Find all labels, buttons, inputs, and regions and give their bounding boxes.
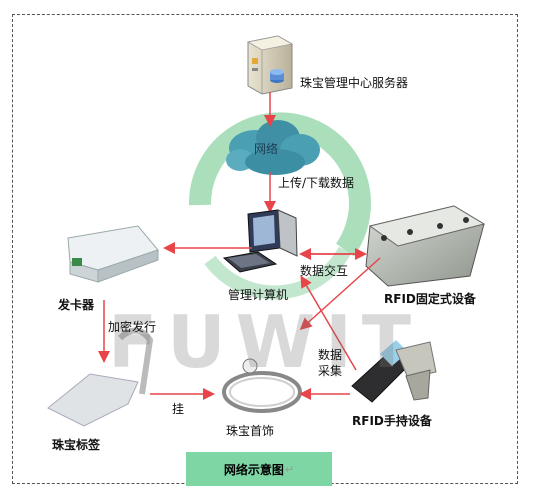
card-issuer-label: 发卡器	[58, 298, 95, 312]
green-ring-icon	[188, 112, 371, 300]
data-exchange-label: 数据交互	[300, 264, 349, 278]
data-collect-label-2: 采集	[318, 364, 343, 378]
hang-label: 挂	[172, 402, 185, 416]
watermark-text: FUWIT	[108, 300, 421, 384]
jewelry-tag-icon	[47, 327, 154, 427]
rfid-handheld-icon	[351, 340, 437, 403]
management-pc-label: 管理计算机	[228, 288, 289, 302]
upload-download-label: 上传/下载数据	[278, 176, 355, 190]
data-collect-label-1: 数据	[318, 348, 343, 362]
card-issuer-icon	[67, 225, 159, 283]
paragraph-mark-icon: ↵	[284, 462, 295, 476]
jewelry-tag-label: 珠宝标签	[52, 438, 101, 452]
jewelry-label: 珠宝首饰	[226, 424, 275, 438]
diagram-caption: 网络示意图↵	[186, 452, 332, 486]
server-icon	[246, 35, 294, 95]
network-label: 网络	[254, 142, 279, 156]
computer-icon	[222, 209, 298, 273]
ring-icon	[222, 358, 302, 413]
caption-text: 网络示意图	[223, 462, 284, 477]
rfid-handheld-label: RFID手持设备	[352, 414, 432, 428]
rfid-fixed-device-icon	[365, 205, 486, 287]
rfid-fixed-label: RFID固定式设备	[384, 292, 476, 306]
encrypt-issue-label: 加密发行	[108, 320, 157, 334]
cloud-icon	[226, 120, 320, 175]
server-label: 珠宝管理中心服务器	[300, 76, 409, 90]
